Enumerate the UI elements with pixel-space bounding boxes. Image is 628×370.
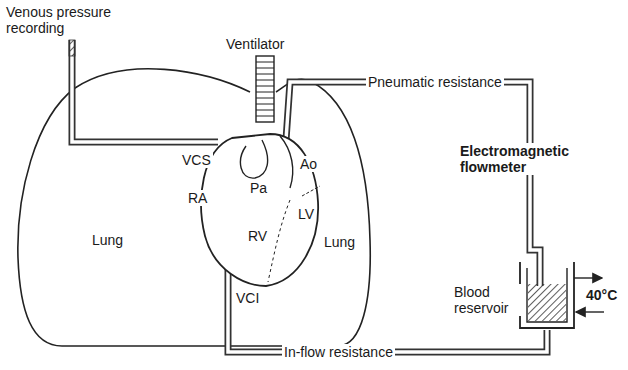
- fluid-column: [69, 40, 75, 56]
- part-label: VCS: [180, 152, 213, 168]
- instrument-label: Venous pressure recording: [4, 4, 126, 36]
- part-label: RA: [186, 190, 209, 206]
- heart: [201, 134, 320, 286]
- organ-label: Lung: [90, 232, 125, 248]
- part-label: In-flow resistance: [282, 344, 395, 360]
- part-label: Blood reservoir: [452, 284, 522, 316]
- instrument-label: Electromagnetic flowmeter: [458, 143, 594, 175]
- part-label: Pneumatic resistance: [366, 74, 504, 90]
- part-label: Ventilator: [224, 36, 286, 52]
- part-label: VCI: [234, 290, 261, 306]
- temperature-label: 40°C: [584, 287, 619, 303]
- organ-label: Lung: [322, 234, 357, 250]
- part-label: LV: [296, 206, 316, 222]
- tubing: [72, 40, 547, 352]
- trachea: [256, 56, 274, 122]
- part-label: Ao: [298, 156, 319, 172]
- part-label: RV: [246, 228, 269, 244]
- part-label: Pa: [248, 180, 269, 196]
